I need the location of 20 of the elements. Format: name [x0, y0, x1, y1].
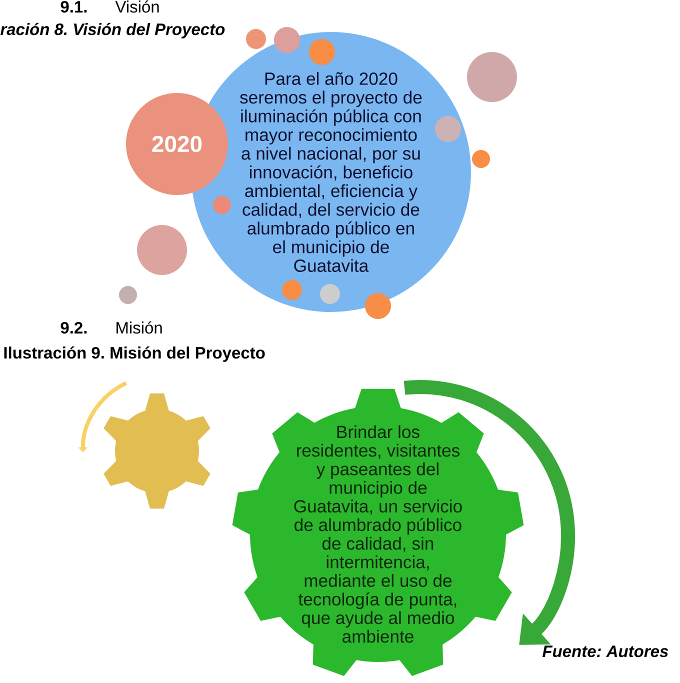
bubble	[119, 286, 137, 304]
section-number: 9.2.	[60, 322, 87, 334]
bubble	[365, 293, 391, 319]
bubble	[467, 52, 517, 102]
bubble	[472, 150, 490, 168]
section-heading: Misión	[116, 321, 162, 334]
bubble	[435, 116, 461, 142]
section-number: 9.1.	[60, 0, 87, 13]
bubble	[213, 196, 231, 214]
bubble	[320, 284, 340, 304]
bubble	[274, 27, 300, 53]
bubble	[137, 225, 187, 275]
figure-caption: Ilustración 9. Misión del Proyecto	[4, 346, 265, 362]
bubble	[246, 29, 266, 49]
section-heading: Visión	[115, 0, 159, 13]
gear: Brindar los residentes, visitantes y paseantes del municipio de Guatavita, un servicio de alumbrado público de calidad, sin intermitencia, mediante el uso de tecnología de punta, que ayude al medio ambiente	[232, 388, 524, 676]
gear	[104, 393, 210, 509]
bubble	[309, 39, 335, 65]
source-note: Fuente: Autores	[542, 646, 668, 658]
bubble	[282, 280, 302, 300]
